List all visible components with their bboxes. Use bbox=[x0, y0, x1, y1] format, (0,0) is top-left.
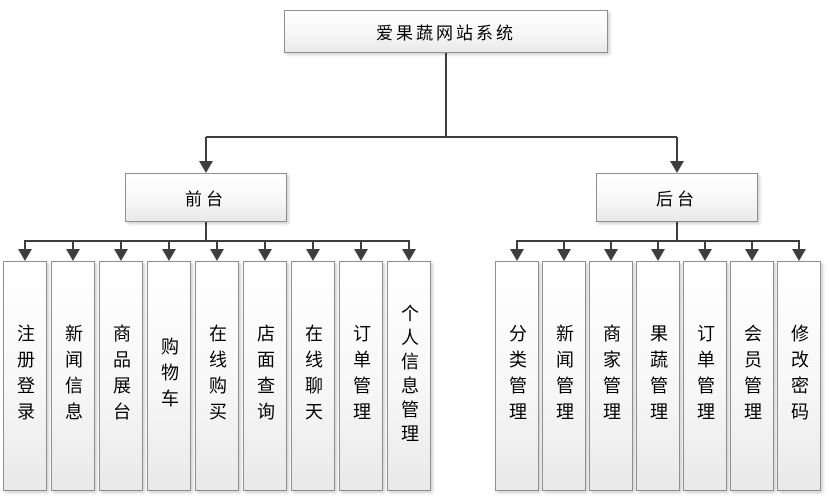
node-label: 商家管理 bbox=[601, 324, 621, 428]
arrowhead-icon bbox=[745, 249, 759, 261]
node-member-management: 会员管理 bbox=[730, 261, 774, 491]
node-shopping-cart: 购物车 bbox=[147, 261, 191, 491]
arrowhead-icon bbox=[402, 249, 416, 261]
node-label: 注册登录 bbox=[15, 324, 35, 428]
node-order-management: 订单管理 bbox=[339, 261, 383, 491]
node-label: 果蔬管理 bbox=[648, 324, 668, 428]
arrowhead-icon bbox=[258, 249, 272, 261]
node-register-login: 注册登录 bbox=[3, 261, 47, 491]
arrowhead-icon bbox=[670, 161, 684, 173]
node-label: 订单管理 bbox=[695, 324, 715, 428]
arrowhead-icon bbox=[651, 249, 665, 261]
node-change-password: 修改密码 bbox=[777, 261, 821, 491]
node-label: 爱果蔬网站系统 bbox=[376, 24, 516, 43]
node-label: 在线聊天 bbox=[303, 324, 323, 428]
node-label: 购物车 bbox=[159, 337, 179, 415]
node-label: 前台 bbox=[185, 190, 227, 209]
node-order-management-admin: 订单管理 bbox=[683, 261, 727, 491]
arrowhead-icon bbox=[557, 249, 571, 261]
node-frontend: 前台 bbox=[125, 173, 287, 222]
arrowhead-icon bbox=[604, 249, 618, 261]
node-personal-info-management: 个人信息管理 bbox=[387, 261, 431, 491]
node-label: 商品展台 bbox=[111, 324, 131, 428]
node-label: 修改密码 bbox=[789, 324, 809, 428]
node-label: 会员管理 bbox=[742, 324, 762, 428]
node-label: 个人信息管理 bbox=[399, 304, 419, 448]
arrowhead-icon bbox=[210, 249, 224, 261]
node-label: 订单管理 bbox=[351, 324, 371, 428]
arrowhead-icon bbox=[18, 249, 32, 261]
arrowhead-icon bbox=[199, 161, 213, 173]
node-product-display: 商品展台 bbox=[99, 261, 143, 491]
node-backend: 后台 bbox=[596, 173, 758, 222]
node-label: 在线购买 bbox=[207, 324, 227, 428]
arrowhead-icon bbox=[114, 249, 128, 261]
node-online-purchase: 在线购买 bbox=[195, 261, 239, 491]
arrowhead-icon bbox=[354, 249, 368, 261]
node-category-management: 分类管理 bbox=[495, 261, 539, 491]
node-merchant-management: 商家管理 bbox=[589, 261, 633, 491]
node-store-query: 店面查询 bbox=[243, 261, 287, 491]
node-label: 后台 bbox=[656, 190, 698, 209]
node-label: 新闻管理 bbox=[554, 324, 574, 428]
node-fruit-veg-management: 果蔬管理 bbox=[636, 261, 680, 491]
arrowhead-icon bbox=[510, 249, 524, 261]
node-root-system: 爱果蔬网站系统 bbox=[284, 10, 608, 53]
node-online-chat: 在线聊天 bbox=[291, 261, 335, 491]
arrowhead-icon bbox=[162, 249, 176, 261]
arrowhead-icon bbox=[66, 249, 80, 261]
node-label: 分类管理 bbox=[507, 324, 527, 428]
arrowhead-icon bbox=[698, 249, 712, 261]
node-label: 新闻信息 bbox=[63, 324, 83, 428]
arrowhead-icon bbox=[792, 249, 806, 261]
node-news-info: 新闻信息 bbox=[51, 261, 95, 491]
arrowhead-icon bbox=[306, 249, 320, 261]
node-news-management: 新闻管理 bbox=[542, 261, 586, 491]
node-label: 店面查询 bbox=[255, 324, 275, 428]
